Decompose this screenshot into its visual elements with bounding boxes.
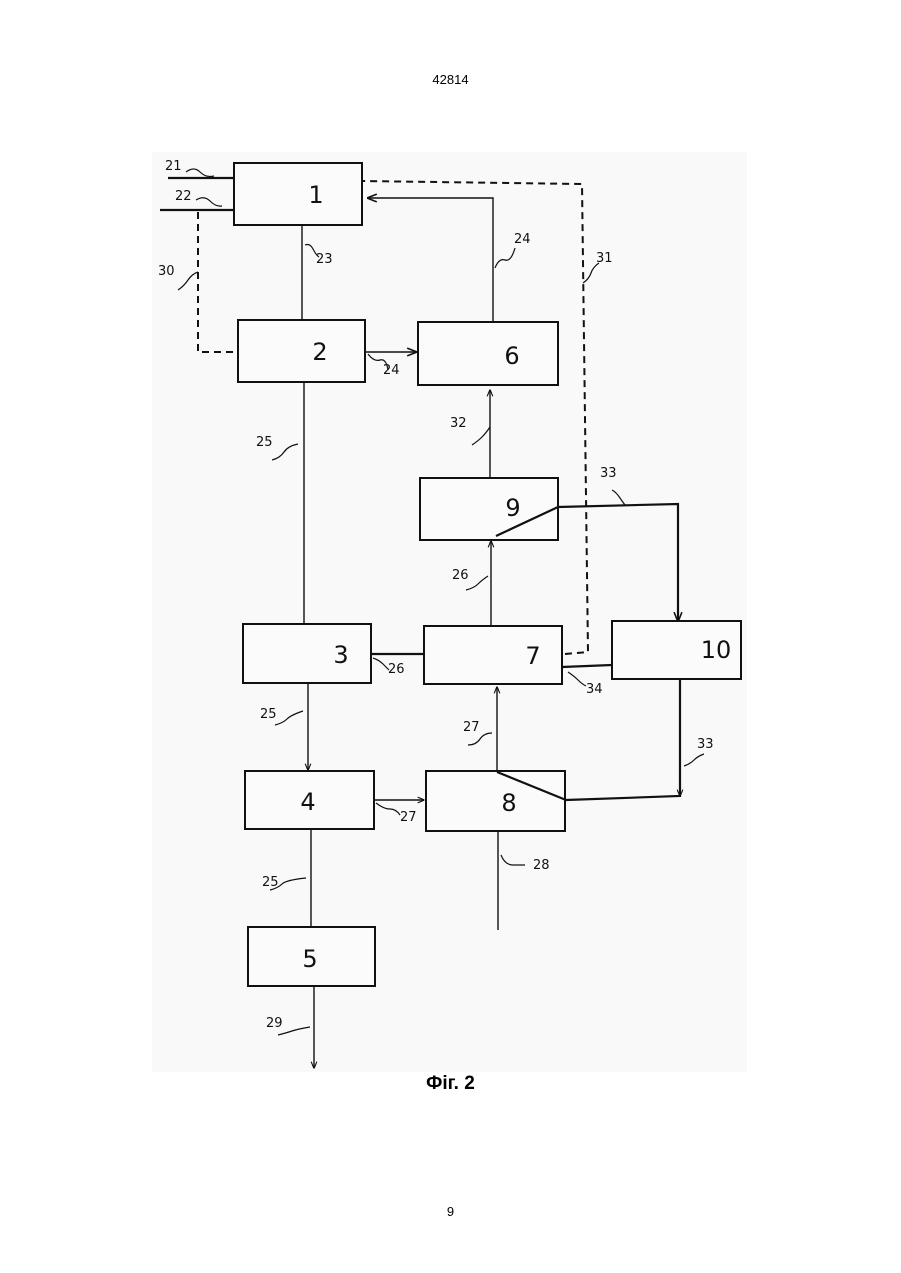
line-33-9-to-10 [558,504,678,620]
svg-text:2: 2 [312,338,327,366]
dashed-line-31 [362,181,588,654]
ref-33-upper: 33 [600,466,617,481]
svg-text:9: 9 [505,494,520,522]
svg-text:5: 5 [302,945,317,973]
svg-text:8: 8 [501,789,516,817]
line-34 [562,665,612,667]
block-6: 6 [418,322,558,385]
leader-21 [186,169,214,177]
svg-text:6: 6 [504,342,519,370]
ref-29: 29 [266,1016,283,1031]
ref-27-upper: 27 [463,720,480,735]
leader-27-lower [376,803,400,815]
leader-32 [472,427,490,445]
leader-26-lower [373,658,389,670]
line-33-10-to-8 [566,680,680,800]
block-3: 3 [243,624,371,683]
ref-24-lower: 24 [383,363,400,378]
leader-30 [178,272,198,290]
leader-25-middle [275,711,303,725]
ref-31: 31 [596,251,613,266]
ref-25-middle: 25 [260,707,277,722]
ref-28: 28 [533,858,550,873]
svg-text:7: 7 [525,642,540,670]
leader-24-upper [495,248,515,268]
page-number: 9 [0,1204,901,1219]
svg-text:3: 3 [333,641,348,669]
leader-31 [583,263,599,283]
ref-23: 23 [316,252,333,267]
block-2: 2 [238,320,365,382]
dashed-line-30 [198,212,238,352]
block-4: 4 [245,771,374,829]
line-24-6-to-1 [368,198,493,322]
leader-25-upper [272,444,298,460]
figure-caption: Фіг. 2 [0,1073,901,1095]
block-10: 10 [612,621,741,679]
leader-34 [568,672,586,686]
block-5: 5 [248,927,375,986]
ref-25-upper: 25 [256,435,273,450]
block-9: 9 [420,478,558,540]
svg-text:1: 1 [308,181,323,209]
ref-27-lower: 27 [400,810,417,825]
ref-25-lower: 25 [262,875,279,890]
ref-34: 34 [586,682,603,697]
ref-32: 32 [450,416,467,431]
ref-24-upper: 24 [514,232,531,247]
block-8: 8 [426,771,566,831]
leader-33-upper [612,490,626,506]
leader-26-upper [466,576,488,590]
ref-30: 30 [158,264,175,279]
block-7: 7 [424,626,562,684]
svg-text:10: 10 [701,636,732,664]
leader-28 [501,855,525,865]
ref-22: 22 [175,189,192,204]
ref-26-upper: 26 [452,568,469,583]
ref-26-lower: 26 [388,662,405,677]
leader-33-lower [684,754,704,766]
leader-22 [196,198,222,206]
block-1: 1 [234,163,362,225]
svg-text:4: 4 [300,788,315,816]
ref-21: 21 [165,159,182,174]
leader-29 [278,1027,310,1035]
ref-33-lower: 33 [697,737,714,752]
